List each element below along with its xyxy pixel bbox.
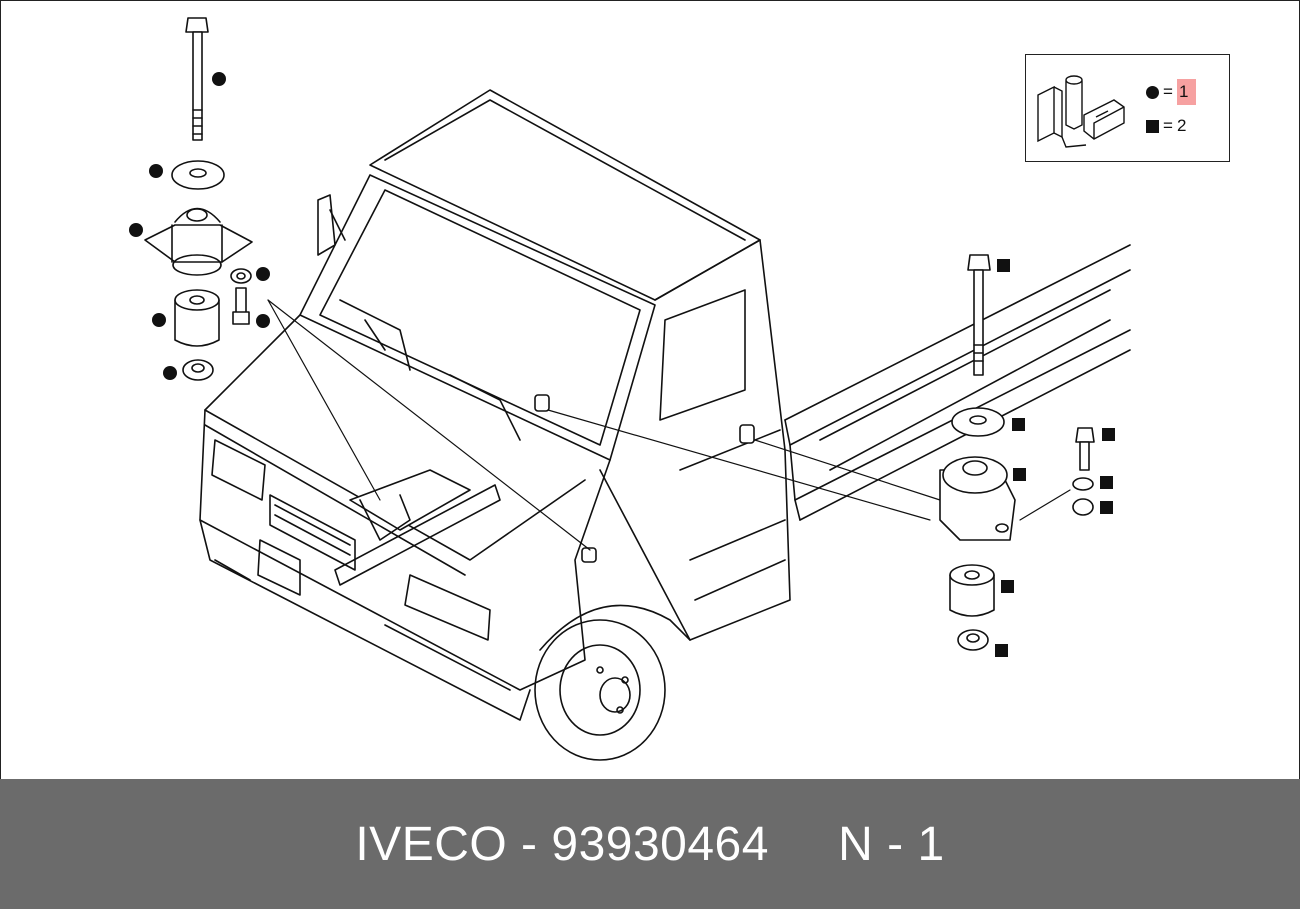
- square-marker-icon: [1146, 119, 1159, 133]
- parts-kit-icon: [1037, 75, 1125, 148]
- footer-caption: IVECO - 93930464 N - 1: [355, 817, 944, 872]
- position-label: N - 1: [838, 817, 945, 871]
- legend-quantity: 1: [1176, 79, 1197, 105]
- leader-lines: [267, 299, 1071, 551]
- legend-equals: =: [1163, 116, 1173, 135]
- spacer: [769, 818, 838, 871]
- brand-name: IVECO: [355, 817, 508, 871]
- left-mount-assembly: [144, 17, 253, 381]
- exploded-parts-diagram: [129, 17, 1131, 761]
- legend-quantity: 2: [1176, 116, 1187, 135]
- separator: -: [507, 817, 552, 871]
- quantity-legend: = 1 = 2: [1025, 54, 1230, 162]
- circle-marker-icon: [1146, 85, 1159, 99]
- footer-bar: IVECO - 93930464 N - 1: [0, 779, 1300, 909]
- legend-equals: =: [1163, 82, 1173, 101]
- legend-row-circle: = 1: [1146, 79, 1197, 105]
- right-mount-assembly: [939, 254, 1095, 651]
- legend-row-square: = 2: [1146, 116, 1186, 136]
- part-number: 93930464: [551, 817, 769, 871]
- right-markers: [995, 259, 1115, 657]
- left-markers: [129, 72, 270, 380]
- truck-cab: [199, 89, 791, 761]
